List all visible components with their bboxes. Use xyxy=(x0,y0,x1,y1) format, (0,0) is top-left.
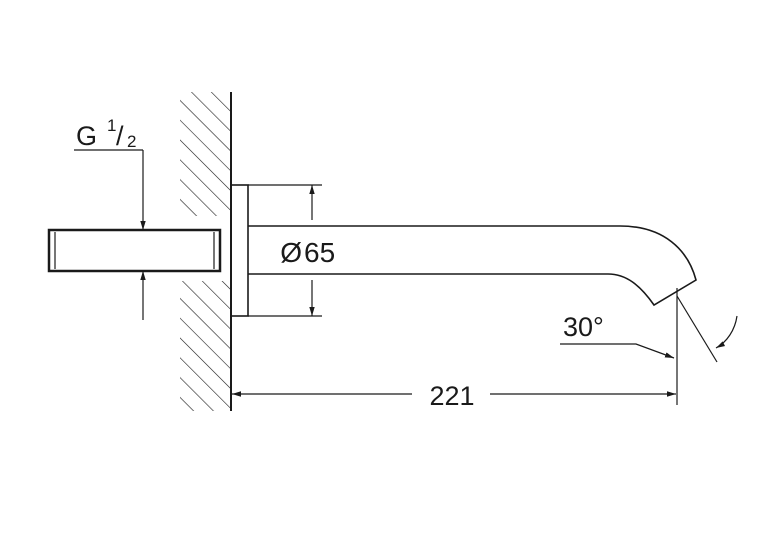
angle-leader xyxy=(560,343,675,359)
pipe-body xyxy=(47,228,222,273)
wall-hatching-lower xyxy=(180,281,231,411)
spout xyxy=(248,225,697,307)
angle-label: 30° xyxy=(563,312,604,342)
spout-outline xyxy=(248,225,697,307)
threaded-pipe xyxy=(47,228,222,273)
rosette xyxy=(230,184,249,317)
thread-slash: / xyxy=(116,121,124,151)
angle-dimension xyxy=(560,288,738,405)
angle-extension-slanted xyxy=(676,295,718,363)
diameter-value: 65 xyxy=(304,237,335,268)
rosette-body xyxy=(230,184,249,317)
length-label: 221 xyxy=(429,381,474,411)
diameter-symbol: Ø xyxy=(280,237,302,268)
thread-prefix: G xyxy=(76,121,97,151)
thread-numerator: 1 xyxy=(107,116,116,135)
wall xyxy=(180,92,232,411)
angle-arc-arrow xyxy=(715,315,738,349)
thread-dimension xyxy=(74,149,146,320)
thread-denominator: 2 xyxy=(127,132,136,151)
diameter-dimension xyxy=(248,184,322,317)
wall-hatching-upper xyxy=(180,92,231,216)
